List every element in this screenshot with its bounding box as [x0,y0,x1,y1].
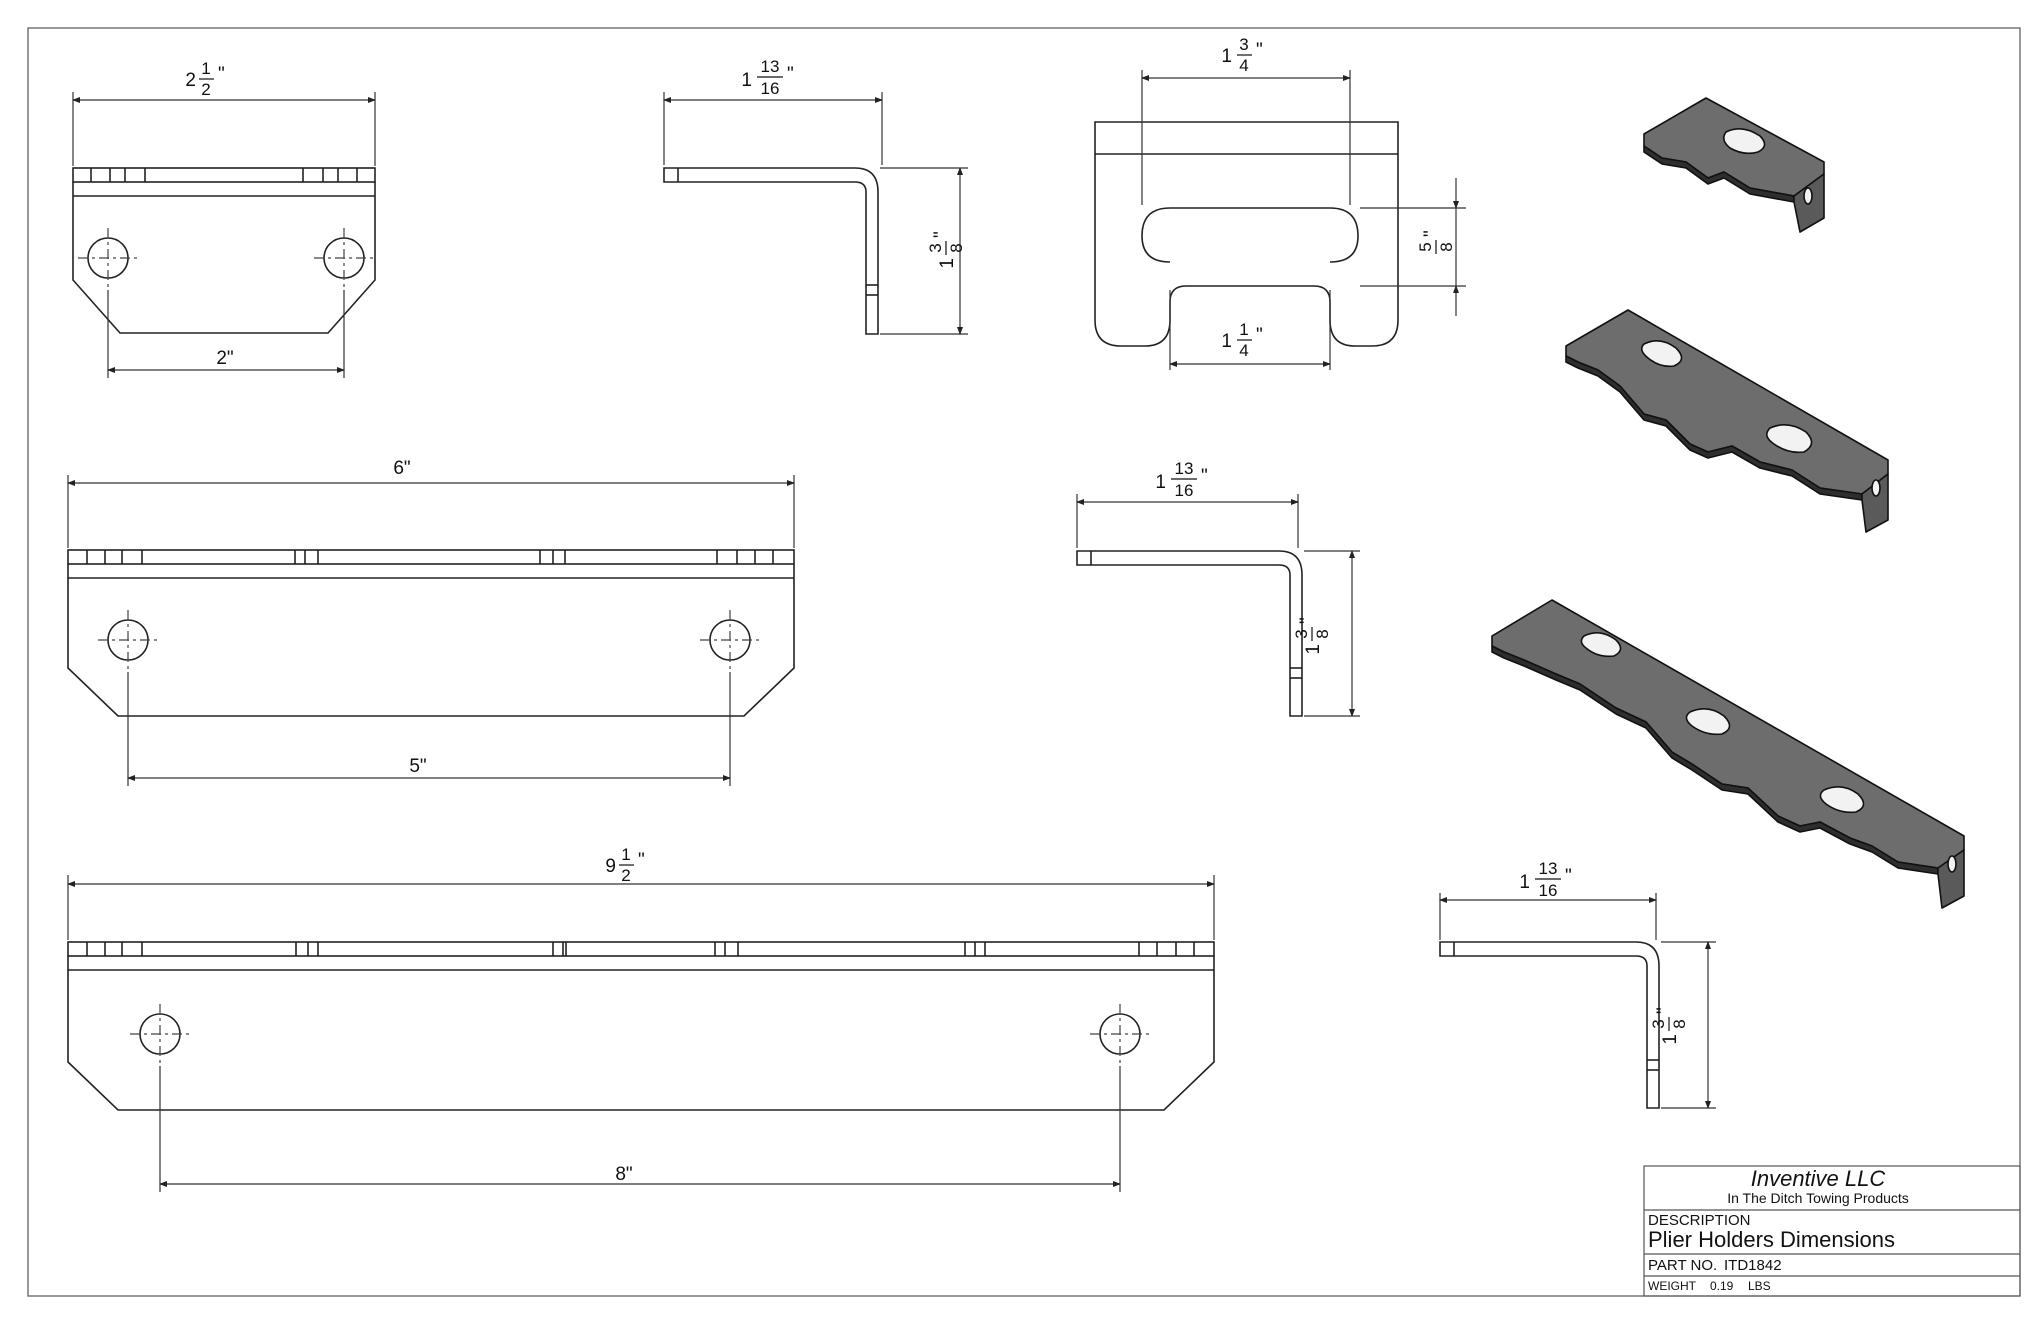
svg-text:": " [787,64,794,85]
end-width-dimension: 1 3 4 " [1221,35,1262,75]
svg-text:16: 16 [1539,881,1558,900]
sheet-border [27,27,2021,1297]
svg-text:": " [1654,1007,1675,1014]
svg-text:2: 2 [201,80,210,99]
svg-text:": " [218,64,225,85]
svg-text:1: 1 [1221,46,1232,67]
svg-text:1: 1 [937,258,958,269]
medium-holes-dimension: 5" [409,756,426,777]
svg-text:8: 8 [1437,242,1456,251]
side-bottom-height-dimension: 1 3 8 " [1649,1007,1689,1044]
svg-text:8: 8 [947,243,966,252]
side-middle-width-dimension: 1 13 16 " [1155,459,1207,500]
isometric-small-holder [1643,97,1825,233]
svg-text:2: 2 [621,866,630,885]
part-no-value: ITD1842 [1724,1257,1782,1274]
svg-text:": " [1297,617,1318,624]
svg-text:1: 1 [1519,872,1530,893]
svg-text:3: 3 [1649,1019,1668,1028]
side-view-top-dimensions [663,92,968,335]
side-view-middle-dimensions [1076,494,1360,717]
svg-text:1: 1 [201,59,210,78]
end-slot-dimension: 5 8 " [1416,230,1456,254]
company-name: Inventive LLC [1751,1166,1886,1191]
side-top-width-dimension: 1 13 16 " [741,57,793,98]
svg-text:1: 1 [1660,1034,1681,1045]
side-view-middle [1076,550,1303,717]
svg-text:5: 5 [1416,242,1435,251]
medium-length-dimension: 6" [393,458,410,479]
svg-text:13: 13 [1539,859,1558,878]
svg-text:1: 1 [621,845,630,864]
medium-holder-centerlines [98,610,760,670]
svg-text:16: 16 [761,79,780,98]
side-view-bottom-dimensions [1439,893,1716,1109]
svg-text:": " [1256,40,1263,61]
large-holes-dimension: 8" [615,1164,632,1185]
small-holder-centerlines [78,228,374,288]
description-value: Plier Holders Dimensions [1648,1227,1895,1252]
svg-text:": " [638,850,645,871]
svg-text:": " [1201,466,1208,487]
svg-text:13: 13 [1175,459,1194,478]
svg-text:": " [1421,230,1442,237]
side-view-top [663,167,879,335]
svg-text:16: 16 [1175,481,1194,500]
weight-unit: LBS [1748,1279,1771,1293]
side-bottom-width-dimension: 1 13 16 " [1519,859,1571,900]
isometric-large-holder [1491,599,1965,909]
svg-text:3: 3 [1239,35,1248,54]
side-top-height-dimension: 1 3 8 " [926,231,966,268]
svg-text:1: 1 [741,70,752,91]
svg-text:9: 9 [605,856,616,877]
company-tagline: In The Ditch Towing Products [1727,1190,1909,1206]
svg-text:": " [1256,325,1263,346]
svg-text:13: 13 [761,57,780,76]
end-view-dimensions [1141,70,1466,370]
svg-text:4: 4 [1239,341,1248,360]
description-label: DESCRIPTION [1648,1212,1751,1229]
large-length-dimension: 9 1 2 " [605,845,644,885]
end-opening-dimension: 1 1 4 " [1221,320,1262,360]
svg-text:1: 1 [1303,644,1324,655]
medium-holder-front-view [67,549,795,717]
part-no-label: PART NO. [1648,1257,1717,1274]
weight-label: WEIGHT [1648,1279,1697,1293]
small-holder-front-view [72,167,376,334]
svg-text:": " [931,231,952,238]
medium-holder-dimensions [67,475,795,786]
large-holder-centerlines [130,1004,1150,1064]
svg-text:8: 8 [1313,629,1332,638]
svg-text:1: 1 [1221,331,1232,352]
side-view-bottom [1439,941,1660,1109]
small-width-dimension: 2 1 2 " [185,59,224,99]
small-holder-dimensions [72,92,376,378]
end-view [1094,121,1399,347]
title-block [1643,1165,2021,1297]
svg-text:3: 3 [1292,629,1311,638]
svg-text:2: 2 [185,70,196,91]
side-middle-height-dimension: 1 3 8 " [1292,617,1332,654]
svg-text:1: 1 [1155,472,1166,493]
isometric-medium-holder [1565,309,1889,533]
svg-text:3: 3 [926,243,945,252]
svg-text:8: 8 [1670,1019,1689,1028]
large-holder-front-view [67,941,1215,1111]
weight-value: 0.19 [1710,1279,1734,1293]
small-holes-dimension: 2" [216,348,233,369]
svg-text:4: 4 [1239,56,1248,75]
svg-text:1: 1 [1239,320,1248,339]
svg-text:": " [1565,866,1572,887]
large-holder-dimensions [67,875,1215,1192]
